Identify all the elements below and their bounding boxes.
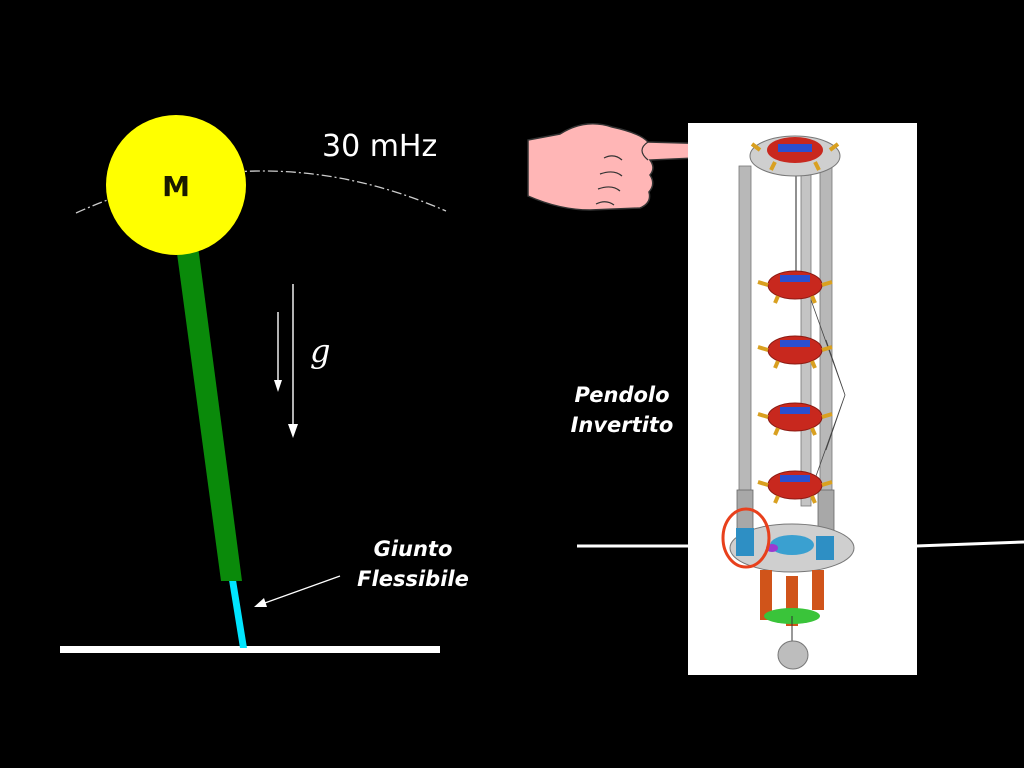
swing-arc — [75, 170, 447, 214]
joint-pointer-arrow — [254, 575, 341, 607]
flex-joint — [229, 580, 247, 648]
pendulum-leg — [176, 246, 242, 581]
joint-highlight-circle — [721, 507, 771, 569]
pointing-hand-icon — [527, 123, 724, 211]
reference-line-right — [915, 540, 1024, 548]
pendulum-label-line1: Pendolo — [574, 383, 669, 407]
pendulum-label-line2: Invertito — [571, 413, 674, 437]
ground-line — [60, 646, 440, 653]
mass-label: M — [162, 170, 190, 203]
frequency-label: 30 mHz — [322, 129, 437, 164]
joint-label-line1: Giunto — [374, 537, 453, 561]
gravity-label: g — [310, 332, 330, 370]
joint-label-line2: Flessibile — [357, 567, 469, 591]
pendulum-model-image — [688, 123, 917, 675]
gravity-arrow-icon — [274, 284, 298, 438]
pendulum-mass — [106, 115, 246, 255]
